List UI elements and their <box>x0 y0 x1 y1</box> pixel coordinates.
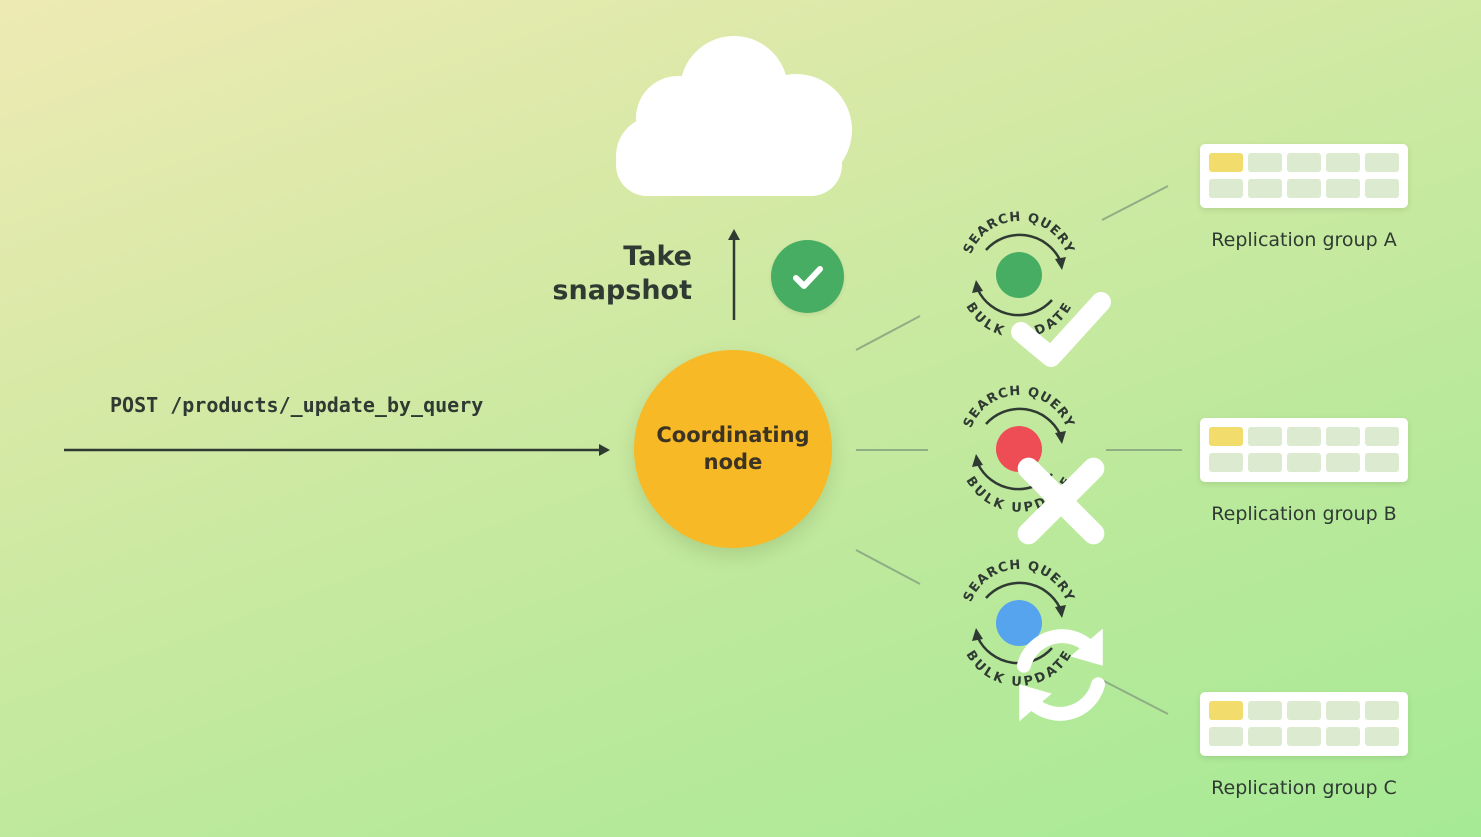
replica-shard <box>1248 179 1282 198</box>
check-icon <box>1011 292 1111 367</box>
primary-shard <box>1209 153 1243 172</box>
replica-shard <box>1248 427 1282 446</box>
primary-shard <box>1209 427 1243 446</box>
replica-shard <box>1209 179 1243 198</box>
replication-group-c-label: Replication group C <box>1211 777 1397 799</box>
replica-shard <box>1365 153 1399 172</box>
query-update-cycle-a: SEARCH QUERY BULK UPDATE <box>954 200 1111 367</box>
coordinating-node: Coordinating node <box>634 350 832 548</box>
replica-shard <box>1287 453 1321 472</box>
x-icon <box>1017 457 1105 545</box>
cycle-b-status-failed <box>996 426 1105 545</box>
replica-shard <box>1365 701 1399 720</box>
replication-group-a-label: Replication group A <box>1211 229 1397 251</box>
replica-shard <box>1326 453 1360 472</box>
replica-shard <box>1209 727 1243 746</box>
sync-icon <box>1016 628 1106 722</box>
replication-group-a-shards <box>1200 144 1408 208</box>
replica-shard <box>1248 701 1282 720</box>
check-icon <box>792 265 823 289</box>
replica-shard <box>1326 179 1360 198</box>
cycle-arrows <box>976 233 1062 317</box>
replica-shard <box>1248 727 1282 746</box>
replica-shard <box>1365 427 1399 446</box>
cycle-a-status-success <box>996 252 1111 367</box>
coordinating-node-label-line1: Coordinating <box>656 423 810 447</box>
replica-shard <box>1365 179 1399 198</box>
take-snapshot-label: Take snapshot <box>552 241 692 306</box>
replica-shard <box>1248 153 1282 172</box>
replica-shard <box>1326 153 1360 172</box>
query-update-cycle-b: SEARCH QUERY BULK UPDATE <box>954 374 1105 545</box>
replica-shard <box>1248 453 1282 472</box>
update-by-query-request-label: POST /products/_update_by_query <box>110 393 484 417</box>
connector-node-to-cycle-c <box>855 549 921 585</box>
replica-shard <box>1287 701 1321 720</box>
cycle-c-status-in-progress <box>996 600 1106 722</box>
replica-shard <box>1287 153 1321 172</box>
replica-shard <box>1365 453 1399 472</box>
replica-shard <box>1365 727 1399 746</box>
search-query-label: SEARCH QUERY <box>961 384 1077 431</box>
replica-shard <box>1209 453 1243 472</box>
query-update-cycle-c: SEARCH QUERY BULK UPDATE <box>954 548 1106 722</box>
replica-shard <box>1287 427 1321 446</box>
replication-group-b-label: Replication group B <box>1211 503 1397 525</box>
connector-cycle-a-to-group-a <box>1101 185 1169 221</box>
replica-shard <box>1326 727 1360 746</box>
replica-shard <box>1326 701 1360 720</box>
replication-group-b-shards <box>1200 418 1408 482</box>
search-query-label: SEARCH QUERY <box>961 558 1077 605</box>
search-query-label: SEARCH QUERY <box>961 210 1077 257</box>
snapshot-success-badge <box>771 240 844 313</box>
replication-group-c-shards <box>1200 692 1408 756</box>
replica-shard <box>1326 427 1360 446</box>
replica-shard <box>1287 727 1321 746</box>
replica-shard <box>1287 179 1321 198</box>
request-arrow <box>64 444 610 456</box>
snapshot-arrow <box>728 229 740 320</box>
connector-node-to-cycle-a <box>855 315 921 351</box>
cloud-icon <box>616 36 852 196</box>
coordinating-node-label-line2: node <box>703 450 763 474</box>
cycle-arrows <box>976 581 1062 665</box>
primary-shard <box>1209 701 1243 720</box>
